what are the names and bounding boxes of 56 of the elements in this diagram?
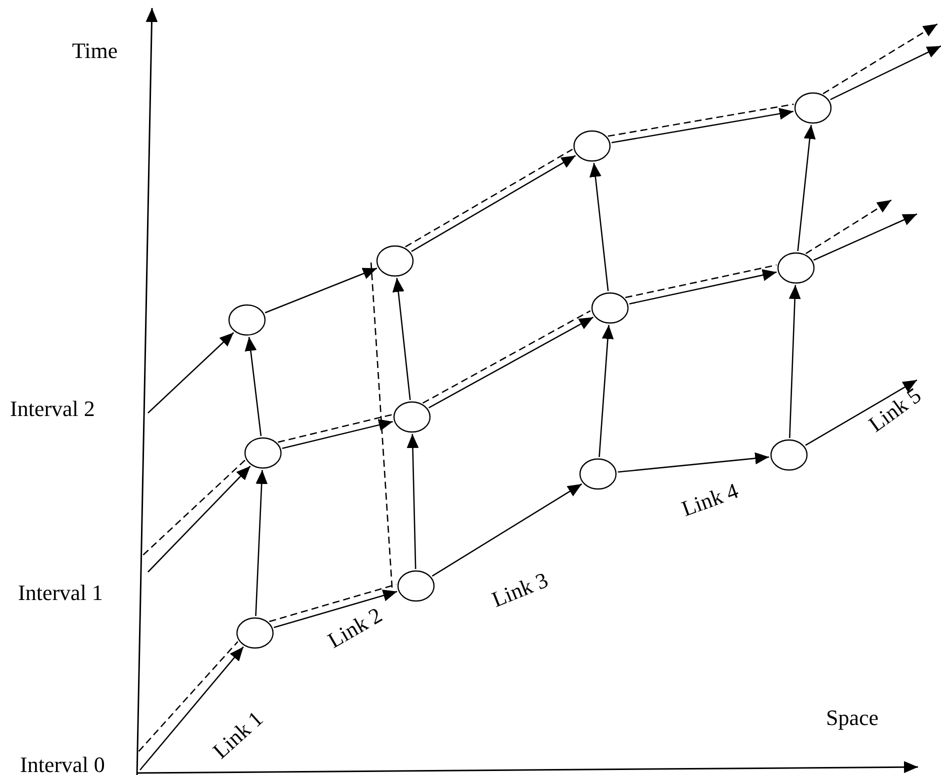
arrow <box>618 452 770 473</box>
node-circle <box>794 92 832 124</box>
arrow <box>244 336 262 436</box>
dashed-line <box>405 148 573 248</box>
arrow <box>598 324 614 458</box>
arrow <box>411 155 576 252</box>
arrow <box>629 269 777 304</box>
node-circle <box>770 439 808 471</box>
axis-label: Time <box>72 40 118 62</box>
axis-label: Space <box>826 707 879 729</box>
node-circle <box>393 401 431 433</box>
edge-label: Link 3 <box>488 568 552 612</box>
node-circle <box>244 437 282 469</box>
dashed-line <box>370 262 393 588</box>
edge-label: Link 4 <box>678 480 742 520</box>
arrow <box>274 590 398 628</box>
dashed-line <box>278 414 393 443</box>
node-circle <box>591 292 629 324</box>
arrow <box>428 316 594 408</box>
arrow <box>264 268 378 314</box>
arrow <box>805 379 918 446</box>
dashed-line <box>422 310 591 404</box>
arrow <box>140 646 244 770</box>
node-circle <box>228 304 266 336</box>
arrow <box>788 284 801 438</box>
arrow <box>432 483 582 577</box>
node-circle <box>579 458 617 490</box>
arrow <box>589 162 609 292</box>
node-circle <box>236 617 274 649</box>
edge-label: Link 5 <box>865 384 925 436</box>
edge-label: Link 1 <box>209 707 267 763</box>
node-circle <box>573 130 611 162</box>
arrow <box>148 332 234 414</box>
arrow <box>797 124 816 252</box>
arrow <box>813 213 918 261</box>
dashed-line <box>625 264 777 298</box>
edge-label: Link 2 <box>324 604 386 652</box>
arrow <box>406 434 419 570</box>
arrow <box>392 278 411 400</box>
dashed-line <box>608 104 794 137</box>
interval-label: Interval 0 <box>20 754 105 775</box>
dashed-line <box>138 641 238 752</box>
arrow <box>255 470 268 616</box>
node-circle <box>376 245 414 277</box>
dashed-arrow <box>806 200 892 254</box>
node-circle <box>397 570 435 602</box>
arrow <box>282 419 393 449</box>
arrow <box>611 108 794 144</box>
arrow <box>148 466 251 572</box>
interval-label: Interval 1 <box>18 582 103 604</box>
interval-label: Interval 2 <box>10 398 95 420</box>
dashed-line <box>142 460 246 556</box>
dashed-arrow <box>822 23 938 94</box>
node-circle <box>777 252 815 284</box>
arrow <box>830 45 941 100</box>
dashed-line <box>269 584 396 622</box>
